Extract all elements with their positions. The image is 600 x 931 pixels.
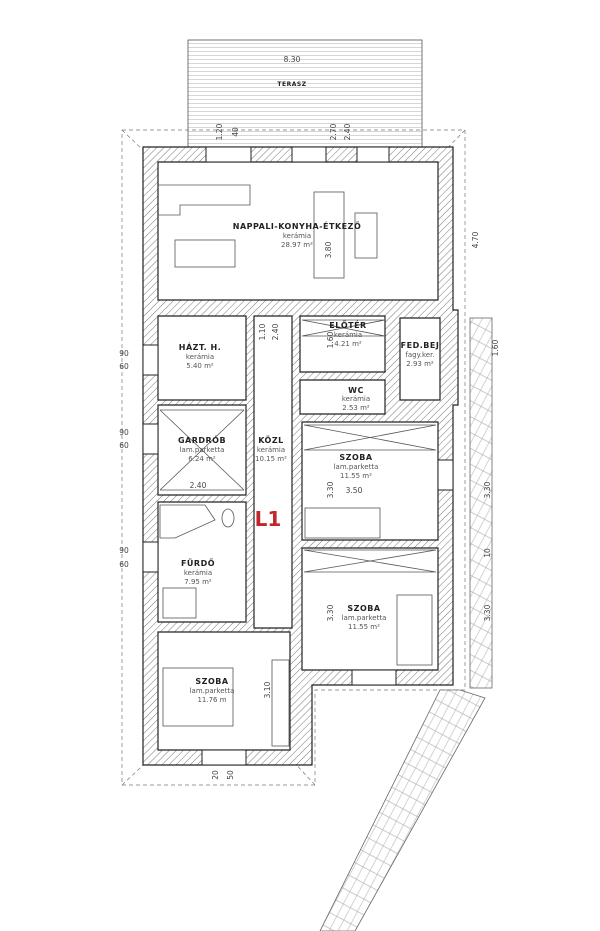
room-name: ELŐTÉR (329, 319, 366, 330)
dimension-label: 3.30 (483, 481, 492, 498)
room-name: SZOBA (195, 677, 228, 686)
room-wc: WC kerámia 2.53 m² (342, 386, 370, 412)
furniture (158, 184, 437, 747)
bed (162, 667, 234, 727)
toilet (221, 508, 235, 528)
dimension-label: 1.10 (258, 323, 267, 340)
bed (304, 507, 381, 539)
dimension-label: 3.50 (346, 486, 363, 495)
room-szoba-1: SZOBA lam.parketta 11.55 m² (334, 453, 379, 480)
room-area: 2.53 m² (342, 404, 370, 412)
room-area: 10.15 m² (255, 455, 287, 463)
room-name: SZOBA (347, 604, 380, 613)
room-area: 5.40 m² (186, 362, 214, 370)
dimension-label: 2.40 (343, 123, 352, 140)
dimension-label: 60 (119, 362, 129, 371)
room-name: FED.BEJ (401, 341, 440, 350)
room-floor: lam.parketta (190, 687, 235, 695)
room-area: 28.97 m² (281, 241, 313, 249)
coffee-table (354, 212, 378, 259)
dimension-label: 90 (119, 546, 129, 555)
room-eloter: ELŐTÉR kerámia 4.21 m² (329, 319, 366, 348)
room-floor: kerámia (342, 395, 370, 403)
room-szoba-3: SZOBA lam.parketta 11.76 m (190, 677, 235, 704)
dimension-label: 3.30 (483, 604, 492, 621)
dimension-label: 3.80 (324, 241, 333, 258)
dimension-label: 10 (483, 548, 492, 558)
dining-table (174, 239, 236, 268)
wardrobe (159, 409, 245, 491)
room-fedett-bejaro: FED.BEJ fagy.ker. 2.93 m² (401, 341, 440, 368)
dimension-label: 3.30 (326, 604, 335, 621)
bathtub (159, 504, 216, 539)
room-name: GARDRÓB (178, 434, 226, 445)
room-floor: lam.parketta (342, 614, 387, 622)
dimension-label: 4.70 (471, 231, 480, 248)
room-kozlekedo: KÖZL kerámia 10.15 m² (255, 435, 287, 463)
dimension-label: 2.70 (329, 123, 338, 140)
dimension-label: 40 (231, 127, 240, 137)
dimension-label: 90 (119, 349, 129, 358)
room-area: 6.24 m² (188, 455, 216, 463)
room-name: KÖZL (258, 435, 284, 445)
room-floor: kerámia (257, 446, 285, 454)
dimension-label: 60 (119, 441, 129, 450)
room-name: SZOBA (339, 453, 372, 462)
room-floor: lam.parketta (334, 463, 379, 471)
room-floor: fagy.ker. (405, 351, 434, 359)
dimension-label: 3.30 (326, 481, 335, 498)
room-area: 11.55 m² (340, 472, 372, 480)
room-nappali: NAPPALI-KONYHA-ÉTKEZŐ kerámia 28.97 m² (233, 220, 362, 249)
room-furdo: FÜRDŐ kerámia 7.95 m² (181, 558, 215, 586)
room-name: FÜRDŐ (181, 558, 215, 568)
exterior-walls (142, 146, 459, 766)
dimension-label: 90 (119, 428, 129, 437)
dimension-label: 60 (119, 560, 129, 569)
room-floor: lam.parketta (180, 446, 225, 454)
windows (142, 146, 454, 766)
terrace-label: TERASZ (277, 81, 306, 88)
wardrobe (303, 549, 437, 573)
room-haztartasi: HÁZT. H. kerámia 5.40 m² (179, 341, 222, 370)
room-area: 11.76 m (197, 696, 226, 704)
dimension-label: 3.10 (263, 681, 272, 698)
room-floor: kerámia (334, 331, 362, 339)
side-paving (469, 317, 493, 689)
room-gardrob: GARDRÓB lam.parketta 6.24 m² (178, 434, 226, 463)
room-name: HÁZT. H. (179, 341, 222, 352)
wardrobe (271, 659, 290, 747)
shower (162, 587, 197, 619)
dimensions: 1.20 40 2.70 2.40 4.70 3.80 1.10 2.40 1.… (119, 123, 500, 779)
room-area: 7.95 m² (184, 578, 212, 586)
kitchen-counter (158, 184, 251, 216)
dimension-label: 1.60 (326, 331, 335, 348)
dimension-label: 1.20 (215, 123, 224, 140)
room-floor: kerámia (283, 232, 311, 240)
room-area: 2.93 m² (406, 360, 434, 368)
wardrobe (301, 319, 386, 337)
bed (396, 594, 433, 666)
dimension-label: 50 (226, 770, 235, 780)
room-name: WC (348, 386, 364, 395)
dimension-label: 1.60 (491, 339, 500, 356)
paving-path (319, 689, 486, 931)
room-area: 4.21 m² (334, 340, 362, 348)
sofa (313, 191, 345, 279)
wardrobe (303, 424, 437, 451)
room-szoba-2: SZOBA lam.parketta 11.55 m² (342, 604, 387, 631)
room-area: 11.55 m² (348, 623, 380, 631)
level-label: L1 (255, 507, 282, 531)
room-name: NAPPALI-KONYHA-ÉTKEZŐ (233, 220, 362, 231)
dimension-label: 2.40 (190, 481, 207, 490)
room-floor: kerámia (184, 569, 212, 577)
room-floor: kerámia (186, 353, 214, 361)
room-labels: NAPPALI-KONYHA-ÉTKEZŐ kerámia 28.97 m² H… (178, 220, 439, 704)
dimension-label: 2.40 (271, 323, 280, 340)
dimension-label: 20 (211, 770, 220, 780)
terrace-width-dimension: 8.30 (284, 55, 301, 64)
